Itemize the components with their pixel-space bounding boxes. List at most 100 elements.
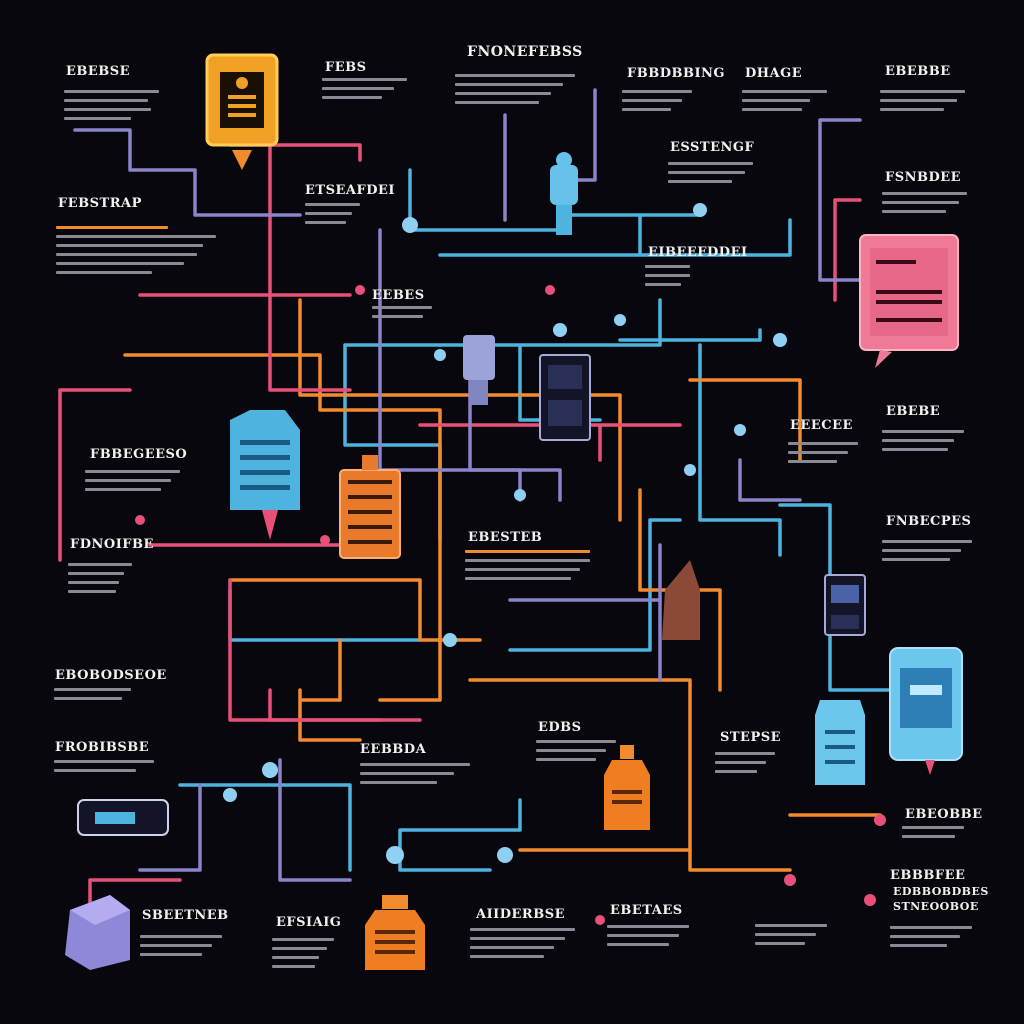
pipe-orange	[298, 298, 622, 522]
label-l6: FEBSTRAP	[58, 196, 142, 211]
text-lines	[668, 162, 753, 189]
text-lines	[788, 442, 858, 469]
text-lines	[322, 78, 407, 105]
pipe-blue	[508, 518, 682, 652]
text-lines	[305, 203, 360, 230]
text-lines	[742, 90, 827, 117]
text-lines	[372, 306, 432, 324]
pipe-pink	[418, 423, 682, 462]
pipe-orange	[298, 638, 362, 742]
text-lines	[272, 938, 334, 974]
pipe-purple	[73, 128, 302, 217]
label-top-center: FNONEFEBSS	[467, 44, 583, 60]
text-lines	[455, 74, 575, 110]
label-l8: FSNBDEE	[885, 170, 962, 185]
pipe-pink	[58, 388, 132, 562]
text-lines	[536, 740, 616, 767]
bottle-icon	[365, 895, 425, 970]
text-lines	[882, 430, 964, 457]
pipe-purple	[138, 783, 202, 872]
accent-marks	[135, 285, 886, 925]
pipe-blue	[398, 798, 522, 872]
text-lines	[890, 926, 972, 953]
label-l9: ETSEAFDEI	[305, 183, 395, 198]
pipe-orange	[468, 678, 792, 872]
label-l22: STEPSE	[720, 730, 782, 745]
pipe-blue	[618, 328, 782, 557]
label-l21: EDBS	[538, 720, 582, 735]
label-l19: FROBIBSBE	[55, 740, 150, 755]
label-l14: EBEBE	[886, 404, 941, 419]
pipe-purple	[738, 458, 802, 502]
label-l4: DHAGE	[745, 66, 803, 81]
label-l18: EBOBODSEOE	[55, 668, 167, 683]
text-lines	[465, 550, 590, 586]
text-lines	[360, 763, 470, 790]
text-lines	[85, 470, 180, 497]
text-lines	[56, 226, 216, 280]
tablet-icon	[889, 647, 963, 775]
pipe-purple	[278, 758, 352, 882]
label-l24: EBBBFEE	[890, 868, 966, 883]
pipe-purple	[378, 228, 522, 502]
pipe-blue	[178, 783, 352, 872]
label-l29: AIIDERBSE	[476, 907, 566, 922]
text-lines	[622, 90, 692, 117]
text-lines	[755, 924, 827, 951]
bag-icon	[662, 560, 700, 640]
pipe-orange	[688, 378, 802, 462]
pipe-blue	[228, 588, 422, 642]
frame-device-icon	[205, 53, 279, 170]
pipe-pink	[138, 198, 862, 302]
valve-icon	[550, 152, 578, 235]
text-lines	[880, 90, 965, 117]
label-l16: EBESTEB	[468, 530, 543, 545]
cabinet-icon	[339, 455, 401, 559]
label-l11: EIBEEFDDEI	[648, 245, 748, 260]
label-l5: EBEBBE	[885, 64, 951, 79]
monitor-icon	[539, 354, 591, 441]
label-l25: EDBBOBDBES	[893, 885, 989, 898]
label-l2: FEBS	[325, 60, 367, 75]
terminal-panel-icon	[859, 234, 959, 368]
label-l13: EEECEE	[790, 418, 853, 433]
pipe-purple	[508, 543, 662, 682]
text-lines	[54, 760, 154, 778]
text-lines	[902, 826, 964, 844]
monitor-icon	[824, 574, 866, 636]
text-lines	[715, 752, 775, 779]
pipe-purple	[818, 118, 862, 282]
label-l20: EEBBDA	[360, 742, 427, 757]
text-lines	[470, 928, 575, 964]
label-l15: FDNOIFBE	[70, 537, 154, 552]
label-l27: SBEETNEB	[142, 908, 229, 923]
pipe-purple	[503, 88, 597, 222]
pipe-purple	[468, 358, 562, 502]
text-lines	[607, 925, 689, 952]
text-lines	[68, 563, 132, 599]
text-lines	[64, 90, 159, 126]
label-l1: EBEBSE	[66, 64, 131, 79]
tank-icon	[230, 410, 300, 540]
pump-icon	[463, 335, 495, 405]
pipe-network	[58, 88, 902, 922]
label-l30: EBETAES	[610, 903, 683, 918]
pipe-blue	[438, 213, 792, 257]
label-l3: FBBDBBING	[627, 66, 726, 81]
label-l28: EFSIAIG	[276, 915, 342, 930]
bottle-icon	[604, 745, 650, 830]
label-l17: FNBECPES	[886, 514, 972, 529]
pipe-orange	[228, 578, 482, 642]
pipe-orange	[518, 813, 882, 852]
text-lines	[54, 688, 139, 706]
text-lines	[882, 540, 972, 567]
drum-icon	[815, 700, 865, 785]
cube-icon	[65, 895, 130, 970]
text-lines	[645, 265, 690, 292]
console-icon	[77, 799, 169, 836]
label-l7: ESSTENGF	[670, 140, 755, 155]
pipe-pink	[148, 543, 382, 722]
text-lines	[140, 935, 222, 962]
label-l12: FBBEGEESO	[90, 447, 188, 462]
